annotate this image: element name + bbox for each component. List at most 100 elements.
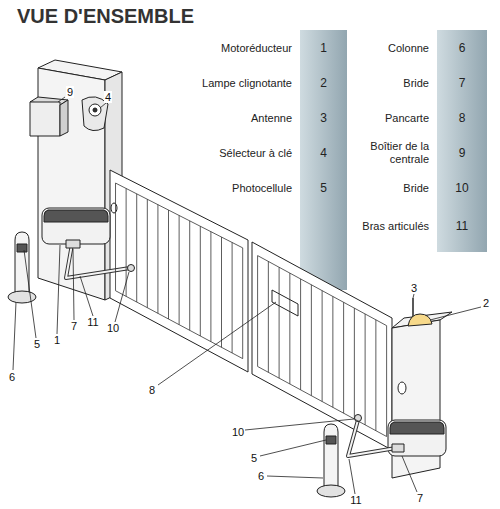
callout-number: 9 <box>66 86 74 98</box>
gate-bar <box>311 285 312 396</box>
callout-number: 10 <box>106 322 120 334</box>
gate-leaf-left <box>110 170 248 372</box>
leader-line <box>100 103 106 108</box>
part-name: Boîtier de la centrale <box>345 140 429 166</box>
gate-bar <box>221 237 222 347</box>
part-number: 5 <box>300 181 347 195</box>
legend-bar <box>437 30 487 252</box>
antenna <box>412 298 414 318</box>
articulated-arm-inner <box>66 244 130 278</box>
gate-bar <box>200 226 201 336</box>
leader-line <box>267 476 323 478</box>
part-number: 1 <box>300 41 347 55</box>
key-hole <box>93 108 97 112</box>
gate-bar <box>210 232 211 342</box>
callout-number: 2 <box>482 297 490 309</box>
sign-plate <box>272 290 298 316</box>
photocell <box>326 436 336 444</box>
part-number: 2 <box>300 76 347 90</box>
photocell <box>17 244 27 252</box>
flashing-lamp <box>408 314 432 326</box>
leader-lines <box>13 97 481 494</box>
gate-bar <box>179 215 180 324</box>
gate-bars <box>116 183 387 436</box>
gear-motor-cover <box>44 210 108 222</box>
key-selector <box>89 104 101 116</box>
legend-cell: Pancarte8 <box>437 100 487 135</box>
callout-number: 5 <box>33 338 41 350</box>
callout-number: 10 <box>231 426 245 438</box>
part-number: 10 <box>437 181 487 195</box>
gate-bar <box>268 261 269 372</box>
legend-cell: Boîtier de la centrale9 <box>437 135 487 170</box>
part-name: Pancarte <box>345 111 429 124</box>
part-name: Motoréducteur <box>221 41 292 54</box>
callout-number: 8 <box>148 384 156 396</box>
leader-line <box>13 302 16 370</box>
leader-line <box>115 272 129 322</box>
gate-bar <box>232 242 233 352</box>
gate-frame <box>258 256 387 437</box>
legend-cell: Photocellule5 <box>300 170 347 205</box>
leader-line <box>402 456 417 492</box>
gate-bar <box>375 320 376 431</box>
motor-bracket <box>392 444 404 452</box>
part-name: Lampe clignotante <box>202 76 292 89</box>
gate-bracket <box>128 265 135 272</box>
part-number: 6 <box>437 41 487 55</box>
gate-bar <box>300 279 301 390</box>
legend-cell: Antenne3 <box>300 100 347 135</box>
callout-number: 4 <box>104 91 112 103</box>
articulated-arm-inner <box>348 420 396 456</box>
control-box <box>30 102 60 136</box>
leader-line <box>245 419 354 430</box>
title: VUE D'ENSEMBLE <box>17 5 194 28</box>
callout-number: 5 <box>250 452 258 464</box>
part-name: Bras articulés <box>345 220 429 233</box>
callout-number: 7 <box>70 320 78 332</box>
legend-cell: Motoréducteur1 <box>300 30 347 65</box>
callout-number: 11 <box>86 316 99 328</box>
leader-line <box>24 250 36 338</box>
gate-bar <box>189 221 190 330</box>
part-name: Bride <box>345 76 429 89</box>
gate-leaf-right <box>252 242 392 450</box>
gear-motor <box>388 420 446 456</box>
part-number: 3 <box>300 111 347 125</box>
leader-line <box>158 302 276 385</box>
gate-bar <box>322 291 323 402</box>
legend-cell: Bras articulés11 <box>437 207 487 245</box>
legend-cell: Sélecteur à clé4 <box>300 135 347 170</box>
part-name: Sélecteur à clé <box>219 146 292 159</box>
legend-bar <box>300 30 347 290</box>
leader-line <box>80 276 93 316</box>
part-number: 8 <box>437 111 487 125</box>
gate-bar <box>136 194 137 302</box>
gate-bar <box>343 302 344 413</box>
hinge <box>111 203 117 213</box>
gate-bar <box>157 205 158 314</box>
part-name: Antenne <box>251 111 292 124</box>
control-box-side <box>60 100 68 136</box>
callout-number: 1 <box>53 334 61 346</box>
leader-line <box>58 97 65 102</box>
gate-frame <box>116 183 243 359</box>
callout-number: 6 <box>257 470 265 482</box>
gate-bar <box>279 267 280 378</box>
part-number: 11 <box>437 219 487 233</box>
legend-cell: Colonne6 <box>437 30 487 65</box>
callout-number: 11 <box>349 494 362 506</box>
leader-line <box>73 249 74 320</box>
gate-bracket <box>355 415 362 422</box>
gear-motor-cover <box>390 422 444 434</box>
gate-bar <box>365 314 366 425</box>
callout-number: 7 <box>416 492 424 504</box>
gate-bar <box>354 308 355 419</box>
column-base <box>317 485 345 497</box>
part-name: Bride <box>345 181 429 194</box>
leader-line <box>349 459 355 494</box>
gate-bar <box>147 199 148 307</box>
column-base <box>8 291 36 303</box>
gate-bar <box>332 296 333 407</box>
